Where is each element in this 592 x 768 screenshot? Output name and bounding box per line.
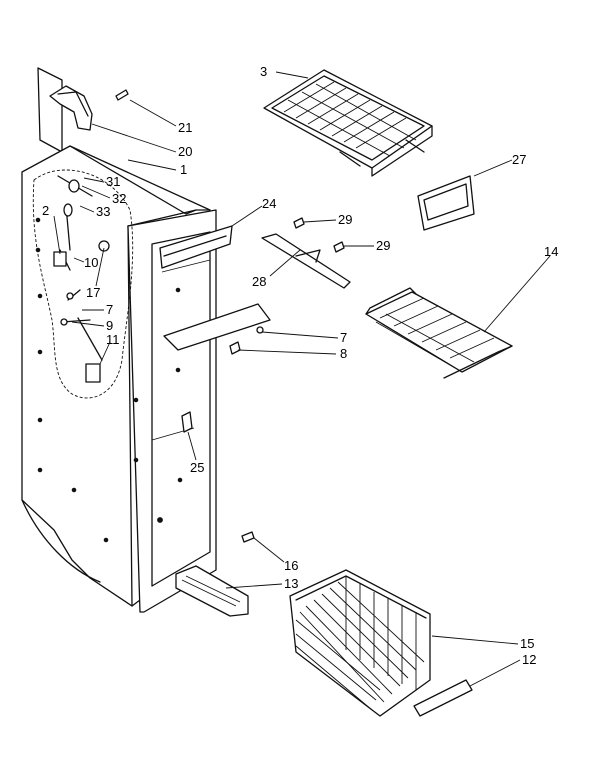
- freezer-basket: [289, 569, 473, 717]
- callout-17: 17: [86, 285, 100, 300]
- callout-7a: 7: [106, 302, 113, 317]
- shelf-support: [261, 217, 351, 289]
- callout-10: 10: [84, 255, 98, 270]
- kick-plate: [175, 531, 255, 617]
- callout-13: 13: [284, 576, 298, 591]
- callout-2: 2: [42, 203, 49, 218]
- callout-27: 27: [512, 152, 526, 167]
- callout-31: 31: [106, 174, 120, 189]
- leader-lines: [53, 71, 551, 687]
- callout-12: 12: [522, 652, 536, 667]
- callout-15: 15: [520, 636, 534, 651]
- callout-24: 24: [262, 196, 276, 211]
- callout-29a: 29: [338, 212, 352, 227]
- callout-3: 3: [260, 64, 267, 79]
- callout-33: 33: [96, 204, 110, 219]
- hinge-bracket: [49, 85, 129, 131]
- callout-11: 11: [106, 332, 120, 347]
- shelf-stop: [417, 175, 475, 231]
- callout-28: 28: [252, 274, 266, 289]
- callout-1: 1: [180, 162, 187, 177]
- callout-29b: 29: [376, 238, 390, 253]
- callout-16: 16: [284, 558, 298, 573]
- callout-21: 21: [178, 120, 192, 135]
- callout-8: 8: [340, 346, 347, 361]
- shelf-clip: [181, 411, 193, 433]
- callout-20: 20: [178, 144, 192, 159]
- callout-9: 9: [106, 318, 113, 333]
- air-grille: [159, 225, 233, 269]
- callout-32: 32: [112, 191, 126, 206]
- callout-14: 14: [544, 244, 558, 259]
- freezer-shelf-top: [263, 69, 433, 177]
- callout-7b: 7: [340, 330, 347, 345]
- callout-labels: 21 20 1 31 32 33 2 10 17 7 9 11 3 27 24 …: [42, 64, 558, 667]
- light-shield: [163, 303, 271, 355]
- wire-shelf: [365, 287, 513, 379]
- callout-25: 25: [190, 460, 204, 475]
